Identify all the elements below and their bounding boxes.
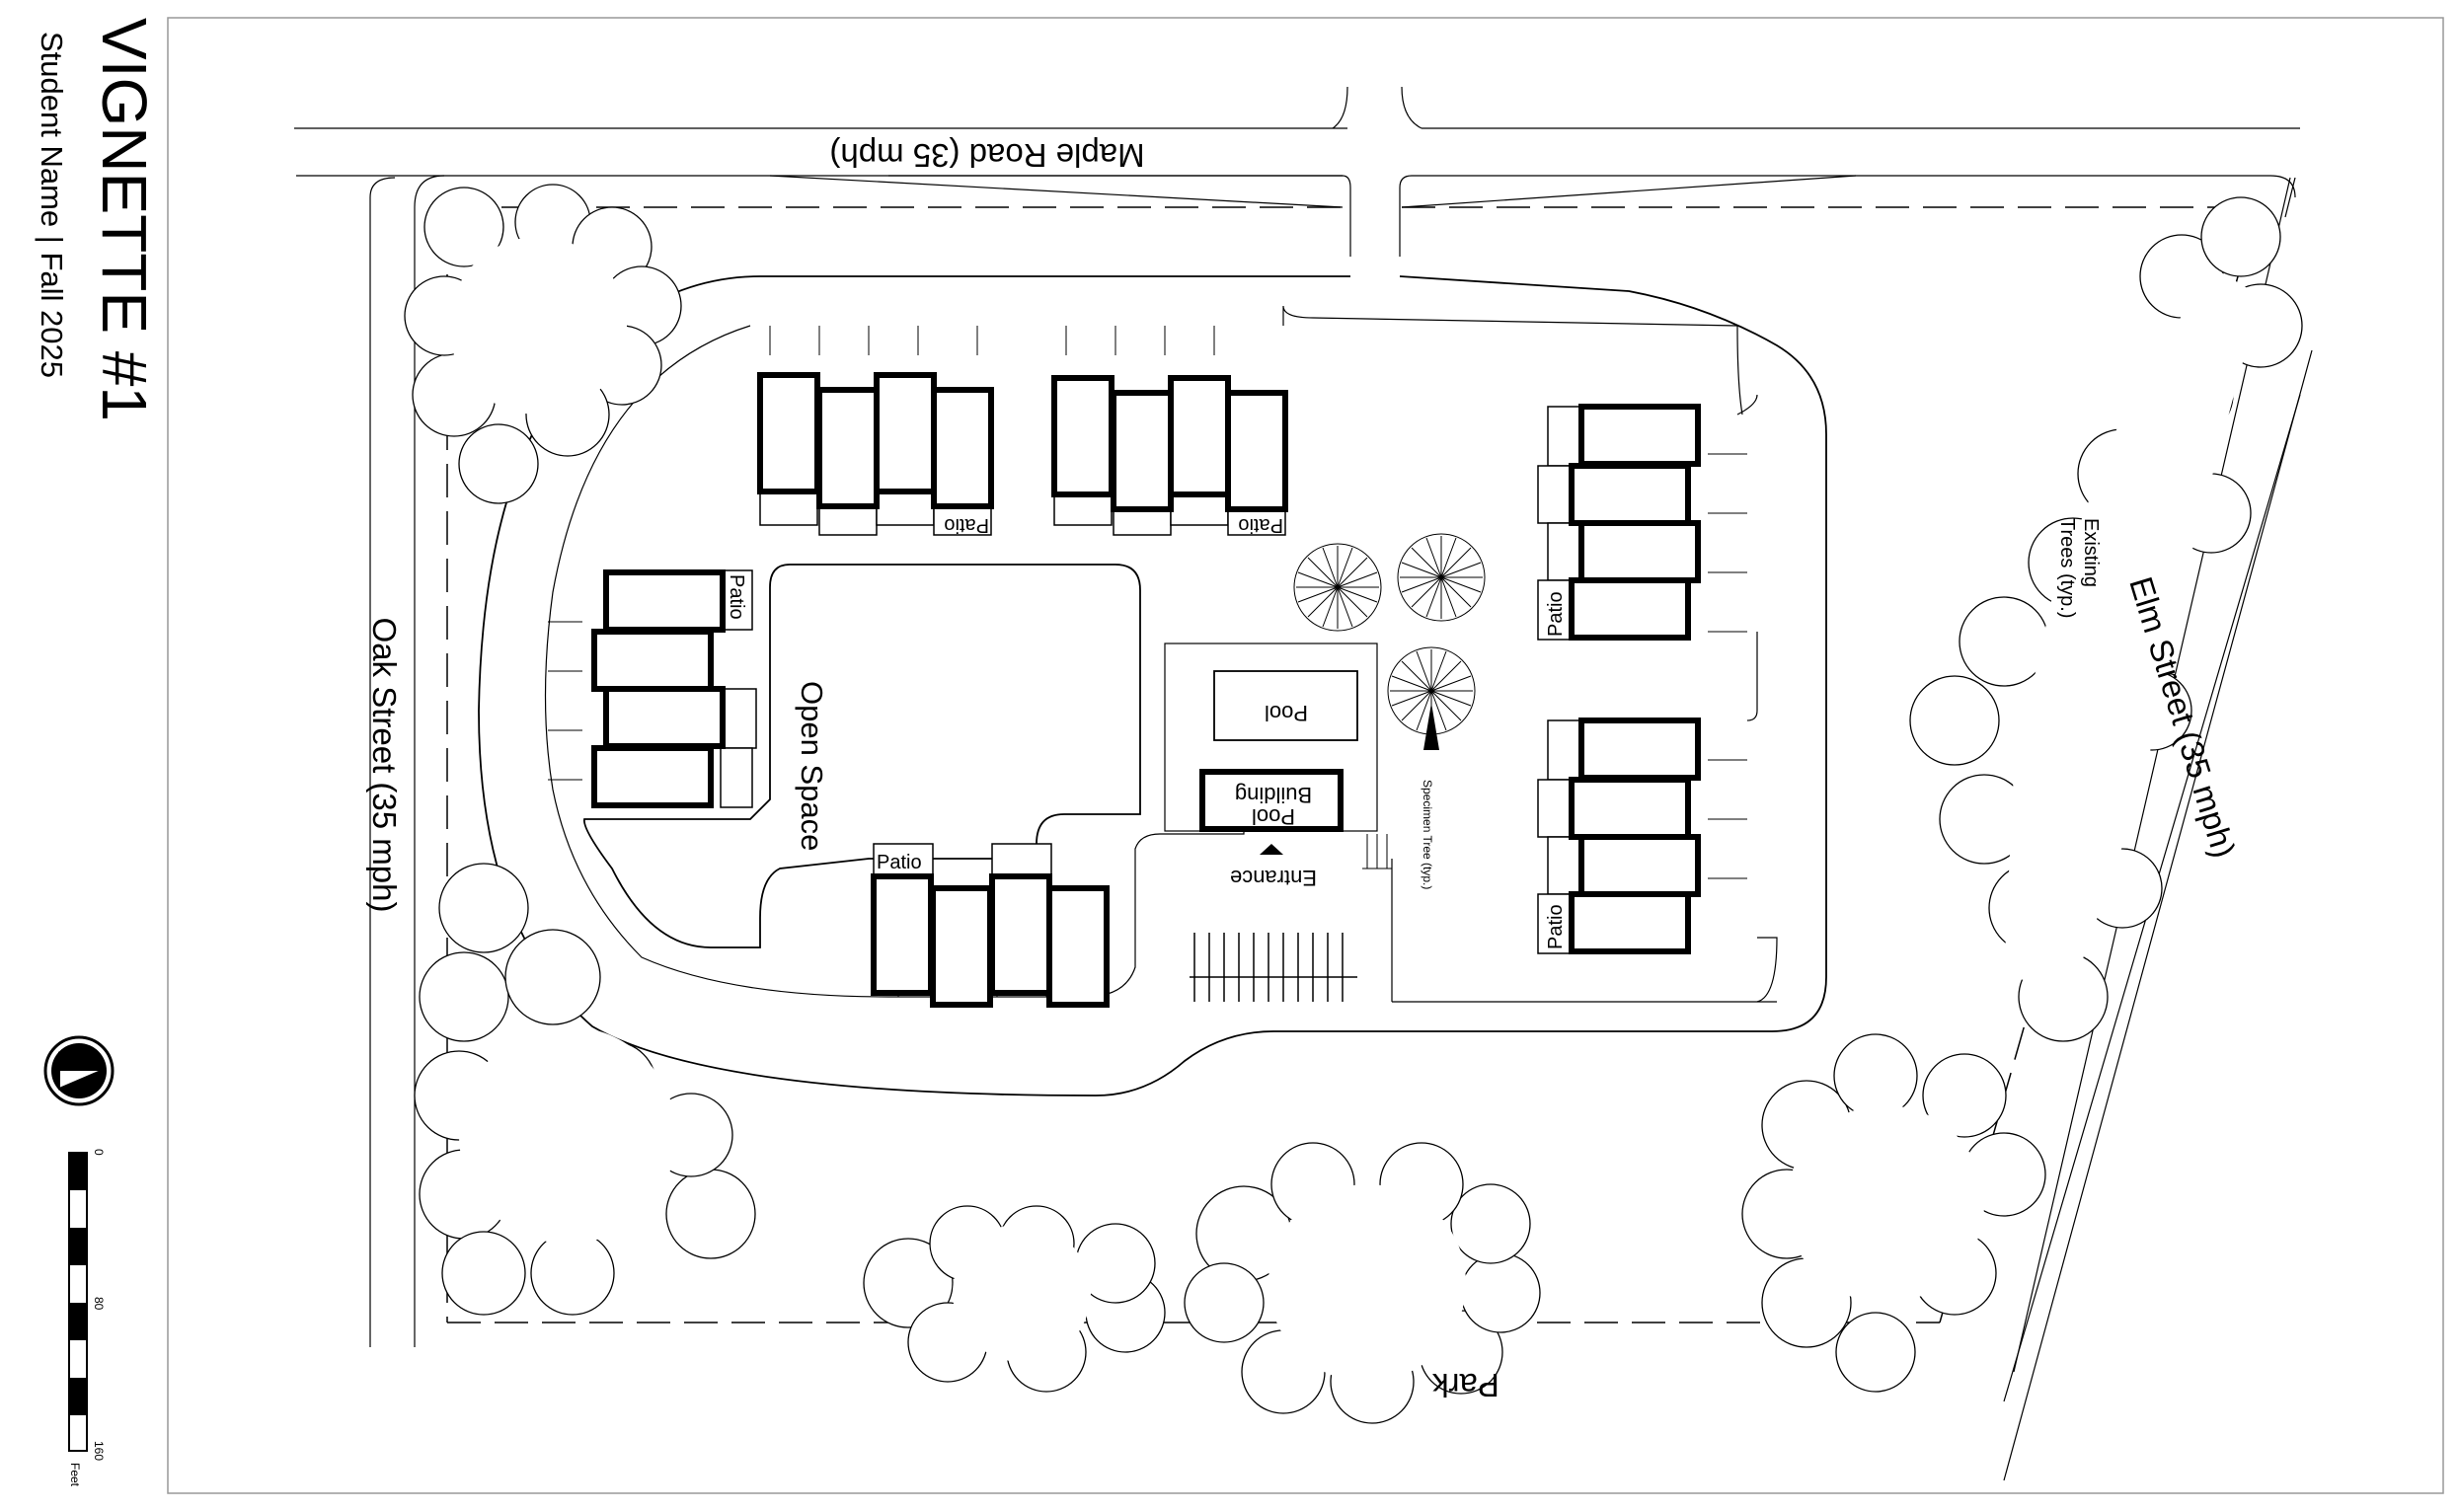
pool-label: Pool (1265, 701, 1308, 725)
entry-drive (1349, 188, 1401, 257)
existing-trees-s1 (863, 1205, 1166, 1393)
building-cluster-west: Patio (591, 569, 757, 808)
patio-label: Patio (1545, 904, 1567, 949)
existing-trees-se (1741, 1033, 2046, 1393)
existing-trees-e (1909, 196, 2303, 1042)
specimen-tree-leader-icon (1423, 703, 1439, 750)
entrance-label: Entrance (1230, 866, 1317, 890)
existing-trees-nw (404, 184, 682, 504)
scale-tick-0: 0 (92, 1149, 106, 1156)
patio-label: Patio (726, 574, 747, 620)
street-label-west: Oak Street (35 mph) (366, 618, 403, 913)
steps (1362, 834, 1392, 869)
existing-trees-s2 (1184, 1142, 1541, 1424)
building-cluster-north-east: Patio (1051, 375, 1288, 536)
street-label-north: Maple Road (35 mph) (829, 137, 1144, 174)
building-cluster-north-west: Patio (757, 372, 994, 536)
pool-building-label-2: Building (1235, 783, 1312, 807)
patio-label: Patio (877, 852, 922, 873)
pool-building[interactable] (1199, 769, 1344, 832)
bike-rack (1190, 933, 1357, 1002)
patio-label: Patio (944, 514, 989, 536)
roads (294, 86, 2313, 1481)
pool-building-label-1: Pool (1252, 804, 1295, 829)
specimen-tree-icon (1293, 543, 1382, 632)
pool (1213, 670, 1358, 741)
sheet-border (167, 17, 2444, 1494)
open-space-label: Open Space (795, 681, 829, 851)
patio-label: Patio (1238, 514, 1283, 536)
existing-trees-sw (414, 863, 756, 1316)
patio-label: Patio (1545, 591, 1567, 637)
scale-tick-80: 80 (92, 1297, 106, 1311)
parking-loop-inner (544, 325, 1245, 998)
entrance-arrow-icon (1260, 844, 1283, 855)
street-label-south: Park (1432, 1367, 1499, 1403)
open-space-area (583, 564, 1141, 948)
scale-bar: 0 80 160 Feet (68, 1149, 106, 1487)
page-subtitle: Student Name | Fall 2025 (35, 32, 69, 378)
page-title: VIGNETTE #1 (89, 18, 160, 421)
north-arrow-icon (43, 1035, 115, 1106)
building-cluster-south: Patio (871, 843, 1110, 1008)
specimen-tree-label: Specimen Tree (typ.) (1421, 780, 1434, 889)
scale-unit: Feet (68, 1463, 82, 1487)
building-cluster-east-lower: Patio (1537, 718, 1701, 954)
specimen-tree-icon (1397, 533, 1486, 622)
existing-trees-label-2: Trees (typ.) (2056, 518, 2078, 619)
building-cluster-east-upper: Patio (1537, 404, 1701, 641)
scale-tick-160: 160 (92, 1441, 106, 1461)
existing-trees-label-1: Existing (2080, 518, 2102, 587)
